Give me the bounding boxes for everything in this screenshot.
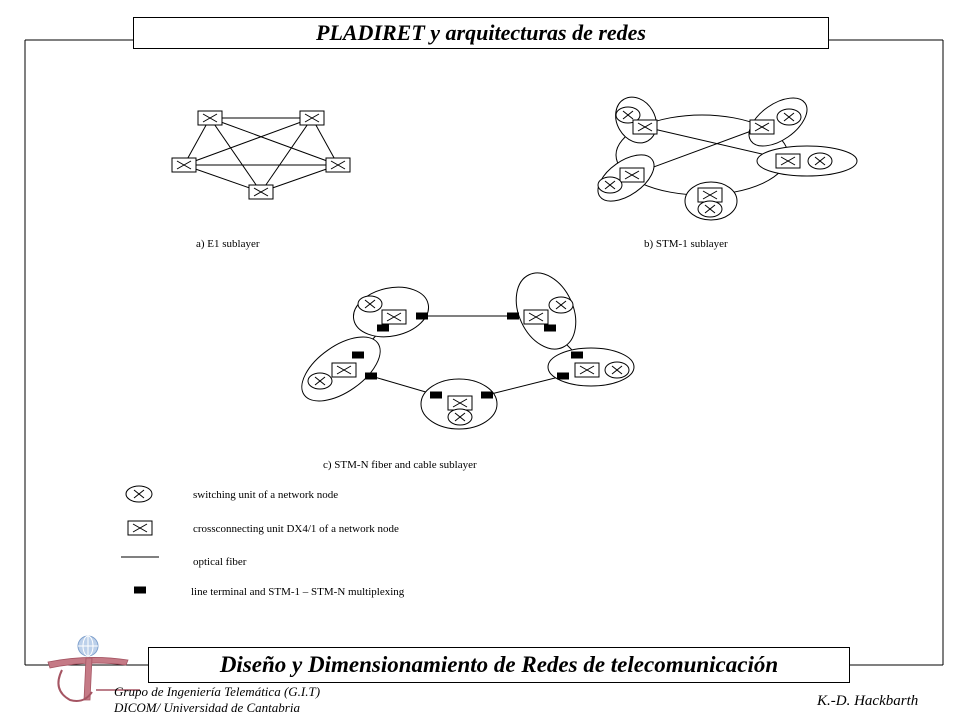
stm1-node-group bbox=[615, 96, 658, 144]
group-name: Grupo de Ingeniería Telemática (G.I.T) bbox=[114, 684, 321, 699]
line-terminal bbox=[365, 372, 377, 380]
diagram-e1-sublayer bbox=[183, 117, 339, 193]
footer-title: Diseño y Dimensionamiento de Redes de te… bbox=[148, 647, 850, 683]
e1-node bbox=[248, 184, 274, 200]
stmn-node-group bbox=[352, 286, 430, 338]
legend-fiber-label: optical fiber bbox=[193, 556, 247, 568]
line-terminal bbox=[481, 391, 493, 399]
stm1-node-group bbox=[684, 181, 738, 221]
legend-terminal-label: line terminal and STM-1 – STM-N multiple… bbox=[191, 586, 405, 598]
line-terminal bbox=[557, 372, 569, 380]
legend-crossconnect-symbol bbox=[127, 520, 153, 536]
e1-node bbox=[171, 157, 197, 173]
stmn-node-group bbox=[547, 347, 635, 387]
stmn-node-group bbox=[301, 336, 381, 402]
line-terminal bbox=[430, 391, 442, 399]
author-name: K.-D. Hackbarth bbox=[817, 693, 919, 709]
stmn-node-group bbox=[420, 378, 498, 430]
legend-switching-symbol bbox=[125, 485, 153, 503]
e1-node bbox=[325, 157, 351, 173]
stm1-node-group bbox=[756, 145, 858, 177]
legend-crossconnect-label: crossconnecting unit DX4/1 of a network … bbox=[193, 523, 399, 535]
line-terminal bbox=[416, 312, 428, 320]
line-terminal bbox=[377, 324, 389, 332]
caption-e1: a) E1 sublayer bbox=[196, 238, 260, 250]
caption-stmn: c) STM-N fiber and cable sublayer bbox=[323, 459, 477, 471]
university-name: DICOM/ Universidad de Cantabria bbox=[114, 700, 300, 715]
stmn-node-group bbox=[515, 272, 577, 350]
e1-node bbox=[299, 110, 325, 126]
stm1-node-group bbox=[597, 154, 655, 202]
line-terminal bbox=[507, 312, 519, 320]
stm1-node-group bbox=[748, 97, 808, 147]
caption-stm1: b) STM-1 sublayer bbox=[644, 238, 728, 250]
line-terminal bbox=[352, 351, 364, 359]
legend-switching-label: switching unit of a network node bbox=[193, 489, 339, 501]
slide-title: PLADIRET y arquitecturas de redes bbox=[133, 17, 829, 49]
e1-node bbox=[197, 110, 223, 126]
line-terminal bbox=[544, 324, 556, 332]
legend-terminal-symbol bbox=[134, 586, 146, 594]
line-terminal bbox=[571, 351, 583, 359]
git-logo-icon bbox=[47, 635, 140, 702]
slide-frame bbox=[24, 39, 944, 666]
